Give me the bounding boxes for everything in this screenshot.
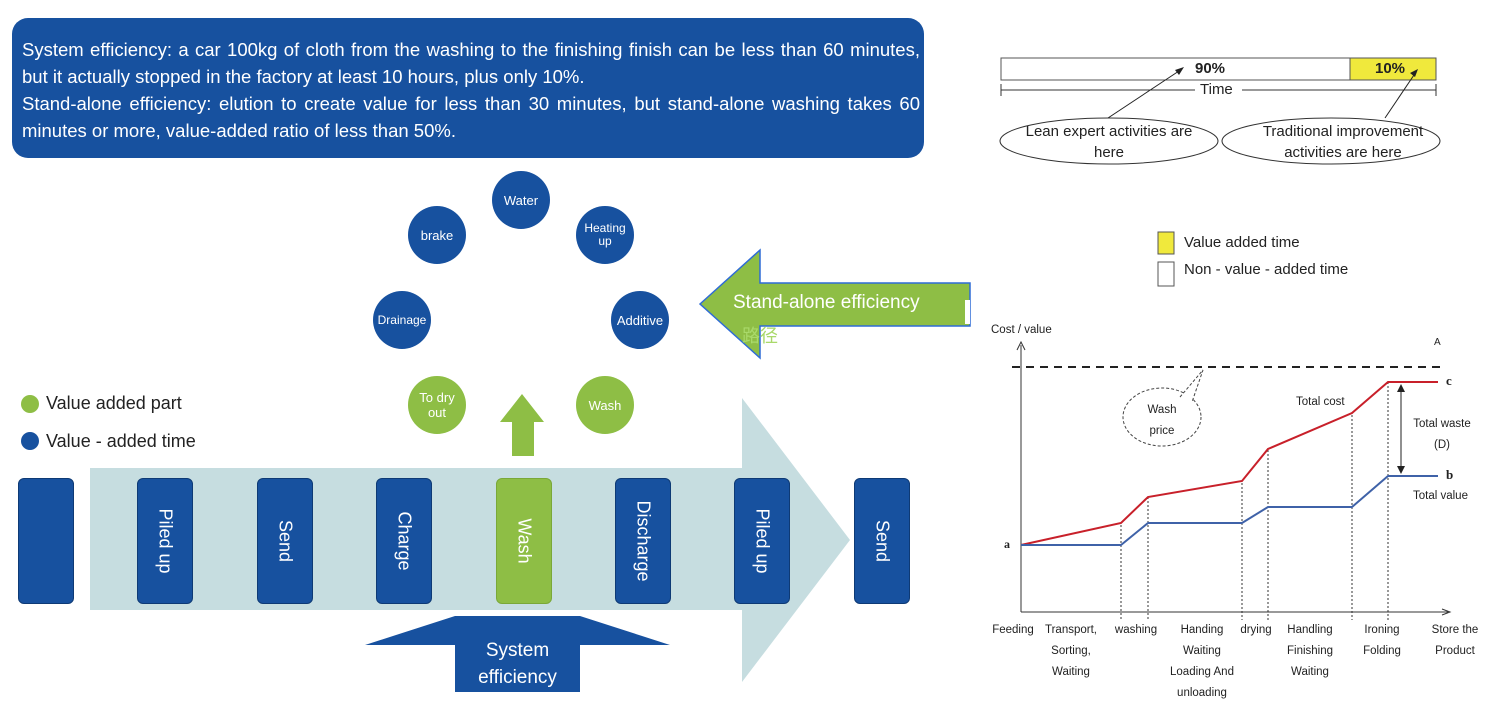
legend-value-added-part: Value added part <box>46 393 182 413</box>
process-step-piled-up: Piled up <box>137 478 193 604</box>
circle-brake: brake <box>408 206 466 264</box>
time-bar-10-label: 10% <box>1375 60 1406 77</box>
legend-white-box <box>1157 261 1175 287</box>
standalone-efficiency-label: Stand-alone efficiency <box>733 292 920 313</box>
legend-yellow-box <box>1157 231 1175 255</box>
stray-text: 路径 <box>742 326 778 346</box>
process-step-discharge: Discharge <box>615 478 671 604</box>
chart-axis-marker: A <box>1434 337 1441 348</box>
process-step-send: Send <box>257 478 313 604</box>
legend-green-dot <box>21 395 39 413</box>
chart-y-label: Cost / value <box>991 324 1052 336</box>
phase-handling: Handling Finishing Waiting <box>1286 624 1334 678</box>
total-cost-line <box>1020 381 1438 546</box>
process-step-send-2: Send <box>854 478 910 604</box>
up-green-arrow <box>500 394 544 456</box>
system-efficiency-label: System efficiency <box>478 640 557 688</box>
total-value-label: Total value <box>1413 490 1468 502</box>
lean-expert-label: Lean expert activities are here <box>1025 123 1193 161</box>
process-step-wash: Wash <box>496 478 552 604</box>
circle-heating-up: Heating up <box>576 206 634 264</box>
lean-ellipse <box>999 117 1219 165</box>
circle-to-dry-out: To dry out <box>408 376 466 434</box>
traditional-improvement-label: Traditional improvement activities are h… <box>1262 123 1424 161</box>
system-efficiency-arrow <box>365 616 670 692</box>
circle-drainage: Drainage <box>373 291 431 349</box>
phase-washing: washing <box>1114 624 1158 636</box>
time-label: Time <box>1200 81 1233 98</box>
wash-price-label: Wash price <box>1147 404 1177 437</box>
point-c-label: c <box>1446 373 1452 388</box>
process-step-0 <box>18 478 74 604</box>
time-bar-90-label: 90% <box>1195 60 1226 77</box>
phase-transport: Transport, Sorting, Waiting <box>1045 624 1097 678</box>
total-value-line <box>1021 475 1438 546</box>
legend-blue-dot <box>21 432 39 450</box>
point-a-label: a <box>1004 537 1010 551</box>
circle-wash: Wash <box>576 376 634 434</box>
point-b-label: b <box>1446 467 1454 482</box>
legend-value-added-time-label: Value added time <box>1184 234 1300 251</box>
phase-store: Store the Product <box>1431 624 1479 657</box>
phase-ironing: Ironing Folding <box>1363 624 1401 657</box>
total-cost-label: Total cost <box>1296 396 1345 408</box>
traditional-ellipse <box>1221 117 1441 165</box>
phase-handing: Handing Waiting Loading And unloading <box>1170 624 1234 699</box>
phase-drying: drying <box>1240 624 1272 636</box>
info-box: System efficiency: a car 100kg of cloth … <box>12 18 924 158</box>
legend-non-value-added-label: Non - value - added time <box>1184 261 1349 278</box>
wash-price-bubble <box>1122 387 1202 447</box>
process-flow-arrow <box>90 398 850 682</box>
circle-water: Water <box>492 171 550 229</box>
legend-value-added-time: Value - added time <box>46 431 196 451</box>
process-step-charge: Charge <box>376 478 432 604</box>
phase-feeding: Feeding <box>992 624 1034 636</box>
system-efficiency-text: System efficiency: a car 100kg of cloth … <box>22 39 920 87</box>
process-step-piled-up-2: Piled up <box>734 478 790 604</box>
total-waste-label: Total waste (D) <box>1413 418 1471 451</box>
standalone-efficiency-text: Stand-alone efficiency: elution to creat… <box>22 93 920 141</box>
circle-additive: Additive <box>611 291 669 349</box>
